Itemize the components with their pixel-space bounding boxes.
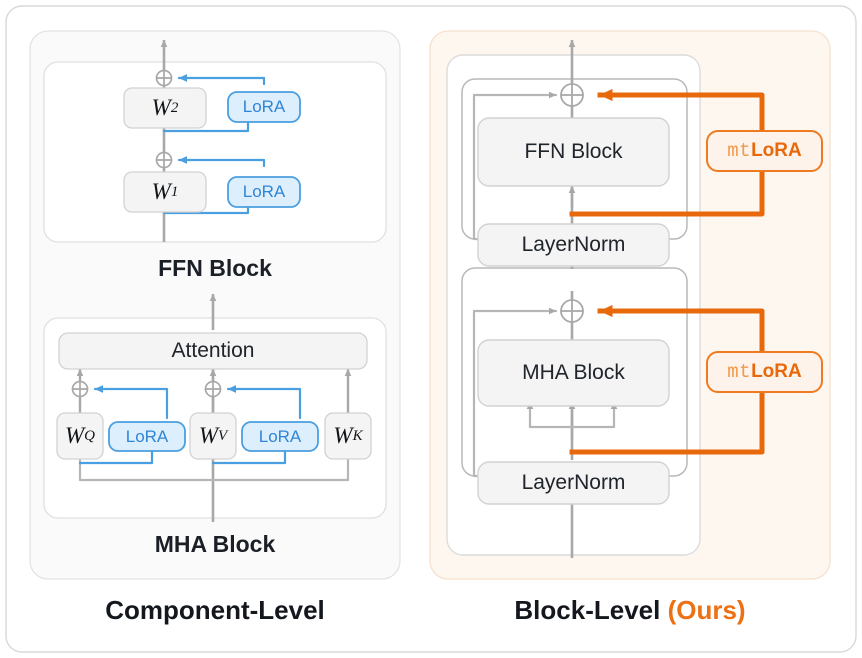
- lora-box-ffn-lower: [227, 176, 301, 208]
- ffn-block-box: [477, 117, 670, 187]
- weight-box-wv: [189, 412, 237, 460]
- mha-block-box: [477, 339, 670, 407]
- mha-lora-v-out: [226, 385, 302, 420]
- attention-box: [58, 332, 368, 370]
- ffn-subframe: [43, 61, 387, 243]
- weight-box-wq: [56, 412, 104, 460]
- weight-box-wk: [324, 412, 372, 460]
- lora-box-ffn-upper: [227, 91, 301, 123]
- ffn-lora-upper-out: [177, 74, 266, 86]
- mha-fan-left: [526, 400, 574, 429]
- weight-box-w2: [123, 87, 207, 129]
- right-adder-mha: [560, 299, 584, 323]
- ffn-adder-lower: [155, 151, 173, 169]
- mha-fan-right: [570, 400, 618, 429]
- ffn-layernorm-box: [477, 223, 670, 267]
- mha-lora-q-out: [93, 385, 169, 420]
- mtlora-pill-mha: [706, 351, 823, 393]
- mha-adder-v: [204, 380, 222, 398]
- lora-box-mha-q: [108, 421, 186, 452]
- ffn-lora-lower-out: [177, 156, 266, 168]
- mtlora-pill-ffn: [706, 130, 823, 172]
- mha-layernorm-box: [477, 461, 670, 505]
- weight-box-w1: [123, 171, 207, 213]
- mha-bus-right: [211, 453, 350, 482]
- ffn-adder-upper: [155, 69, 173, 87]
- right-adder-ffn: [560, 83, 584, 107]
- lora-box-mha-v: [241, 421, 319, 452]
- mha-adder-q: [71, 380, 89, 398]
